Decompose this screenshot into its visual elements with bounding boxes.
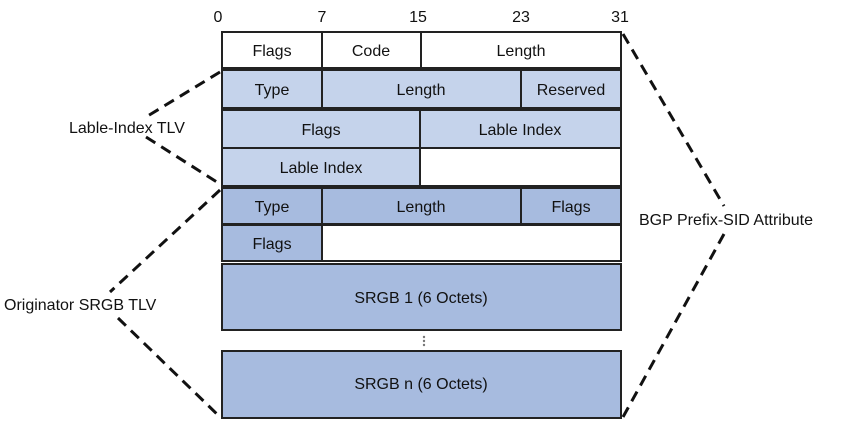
bit-label-23: 23 xyxy=(512,9,530,26)
li-reserved-label: Reserved xyxy=(537,82,605,99)
attribute-bracket-top xyxy=(621,33,726,207)
originator-srgb-tlv-label: Originator SRGB TLV xyxy=(4,297,157,314)
attr-code-cell xyxy=(321,31,422,69)
attr-code-label: Code xyxy=(352,43,390,60)
os-type-cell xyxy=(221,187,323,225)
attr-length-label: Length xyxy=(497,43,546,60)
os-padding-cell xyxy=(321,224,622,262)
li-flags-label: Flags xyxy=(301,122,340,139)
os-type-label: Type xyxy=(255,199,290,216)
os-flags2-cell xyxy=(221,224,323,262)
li-label-index-cell xyxy=(419,109,622,149)
srgb-bracket-top xyxy=(108,188,222,294)
bit-label-15: 15 xyxy=(409,9,427,26)
originator-srgb-tlv: Type Length Flags Flags SRGB 1 (6 Octets… xyxy=(221,187,622,419)
attr-flags-label: Flags xyxy=(252,43,291,60)
srgb-n-label: SRGB n (6 Octets) xyxy=(354,376,487,393)
label-index-tlv: Type Length Reserved Flags Lable Index L… xyxy=(221,69,622,187)
attribute-bracket-bottom xyxy=(621,233,726,418)
li-label-index-cont-label: Lable Index xyxy=(280,160,363,177)
li-label-index-cont-cell xyxy=(221,147,421,187)
li-type-label: Type xyxy=(255,82,290,99)
li-label-index-label: Lable Index xyxy=(479,122,562,139)
label-index-bracket-top xyxy=(145,70,221,119)
attr-length-cell xyxy=(420,31,622,69)
bit-label-31: 31 xyxy=(611,9,629,26)
os-flags-label: Flags xyxy=(551,199,590,216)
label-index-bracket-bottom xyxy=(145,135,221,186)
bit-label-7: 7 xyxy=(318,9,327,26)
os-flags2-label: Flags xyxy=(252,236,291,253)
li-padding-cell xyxy=(419,147,622,187)
attribute-header-row: Flags Code Length xyxy=(221,31,622,69)
bgp-prefix-sid-attribute-label: BGP Prefix-SID Attribute xyxy=(639,212,813,229)
li-length-cell xyxy=(321,69,522,109)
srgb-1-cell xyxy=(221,263,622,331)
li-reserved-cell xyxy=(520,69,622,109)
attr-flags-cell xyxy=(221,31,323,69)
bracket-lines xyxy=(108,33,726,419)
label-index-tlv-label: Lable-Index TLV xyxy=(69,120,185,137)
srgb-n-cell xyxy=(221,350,622,419)
srgb-bracket-bottom xyxy=(116,316,222,419)
os-flags-cell xyxy=(520,187,622,225)
os-length-label: Length xyxy=(397,199,446,216)
srgb-1-label: SRGB 1 (6 Octets) xyxy=(354,290,487,307)
li-length-label: Length xyxy=(397,82,446,99)
vertical-ellipsis xyxy=(422,335,426,347)
bit-label-0: 0 xyxy=(214,9,223,26)
bit-scale: 0 7 15 23 31 xyxy=(214,9,629,26)
